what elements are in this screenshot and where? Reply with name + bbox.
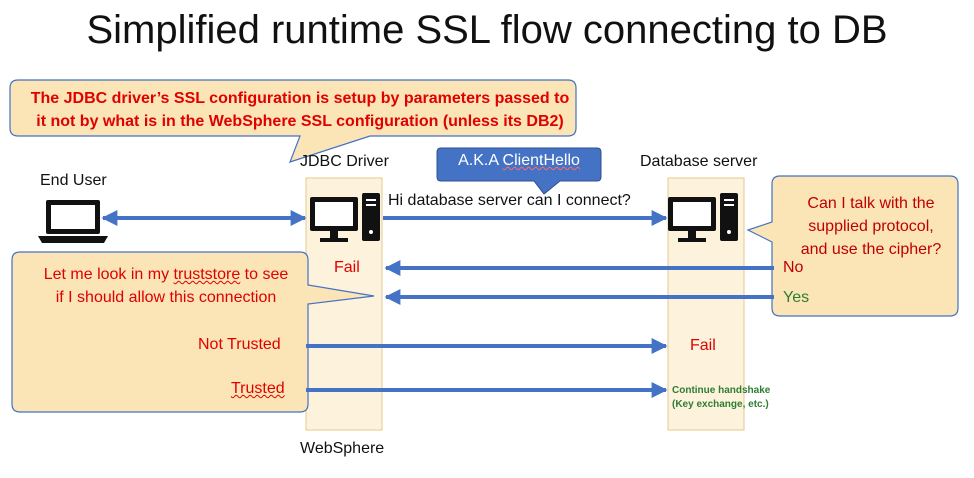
db-fail-label: Fail [690,337,716,354]
jdbc-fail-label: Fail [334,259,360,276]
jdbc-driver-label: JDBC Driver [300,153,389,170]
db-question-callout-text: Can I talk with the supplied protocol, a… [776,192,966,261]
aka-term: ClientHello [502,152,580,169]
not-trusted-label: Not Trusted [198,336,281,353]
trusted-label: Trusted [231,380,285,397]
laptop-icon [38,200,108,243]
db-question-line2: supplied protocol, [808,218,934,235]
db-question-callout [746,175,959,317]
truststore-line1-a: Let me look in my [43,266,174,283]
continue-line1: Continue handshake [672,385,771,396]
hello-message: Hi database server can I connect? [388,192,631,209]
jdbc-config-callout-text: The JDBC driver’s SSL configuration is s… [30,87,570,133]
database-server-label: Database server [640,153,758,170]
diagram-title: Simplified runtime SSL flow connecting t… [86,8,888,52]
websphere-label: WebSphere [300,440,385,457]
continue-handshake-label: Continue handshake (Key exchange, etc.) [672,384,770,412]
jdbc-config-callout [9,79,577,163]
yes-label: Yes [783,289,810,306]
db-question-line3: and use the cipher? [800,241,942,258]
end-user-label: End User [40,172,107,189]
continue-line2: (Key exchange, etc.) [672,399,769,410]
aka-prefix: A.K.A [458,152,503,169]
db-computer-icon [668,193,738,242]
truststore-line1: Let me look in my truststore to see [16,263,316,286]
db-question-line1: Can I talk with the [807,195,935,212]
truststore-line2: if I should allow this connection [55,289,277,306]
aka-clienthello-label: A.K.A ClientHello [438,152,600,170]
truststore-callout [11,251,375,413]
jdbc-config-line1: The JDBC driver’s SSL configuration is s… [30,90,570,107]
jdbc-computer-icon [310,193,380,242]
jdbc-config-line2: it not by what is in the WebSphere SSL c… [36,113,564,130]
truststore-callout-text: Let me look in my truststore to see if I… [16,263,316,309]
truststore-word: truststore [173,266,241,283]
aka-callout [436,147,602,195]
truststore-line1-c: to see [240,266,289,283]
no-label: No [783,259,804,276]
